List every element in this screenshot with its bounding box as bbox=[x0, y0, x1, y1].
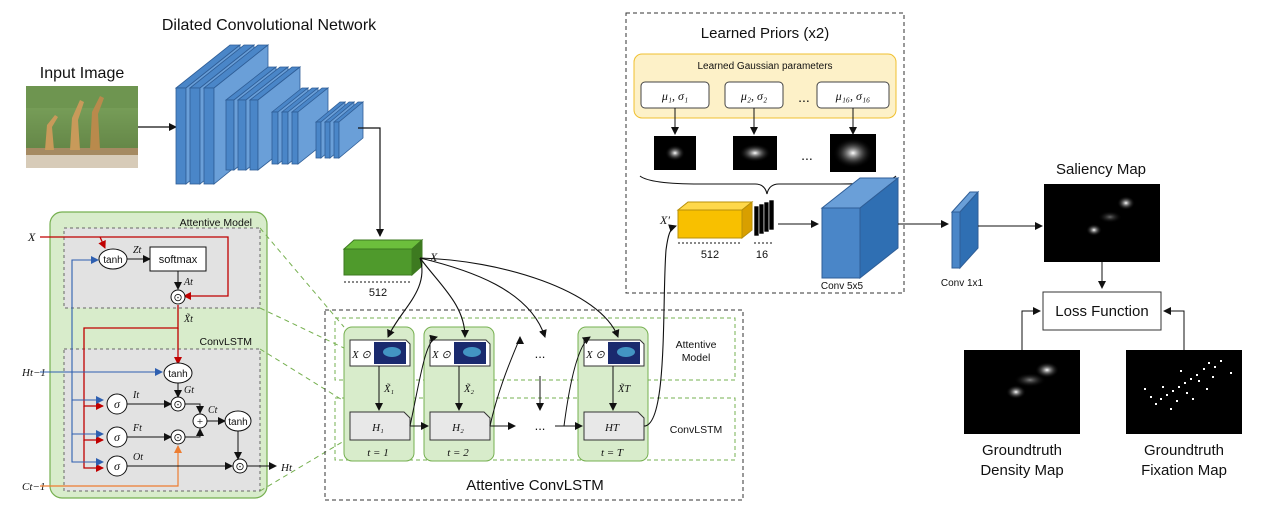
attention-multiply-symbol: ⊙ bbox=[173, 292, 182, 304]
x-dot-t: X ⊙ bbox=[585, 349, 605, 361]
param-1: μ₁, σ₁ bbox=[661, 89, 688, 103]
conv1x1-label: Conv 1x1 bbox=[941, 278, 984, 289]
param-2: μ₂, σ₂ bbox=[740, 89, 767, 103]
h-step-2: H₂ bbox=[451, 422, 464, 434]
zt-label: Zt bbox=[133, 245, 142, 256]
at-label: At bbox=[183, 277, 193, 288]
h-step-1: H₁ bbox=[371, 422, 384, 434]
ot-label: Ot bbox=[133, 452, 143, 463]
param-ellipsis: ... bbox=[798, 89, 810, 105]
gt-label: Gt bbox=[184, 385, 194, 396]
t-step-t: t = T bbox=[601, 447, 624, 459]
xt-step-2: X̃₂ bbox=[463, 382, 474, 395]
sigma-f-symbol: σ bbox=[114, 430, 121, 444]
input-image-label: Input Image bbox=[40, 65, 125, 82]
ellipsis-x: ... bbox=[535, 346, 546, 361]
loss-function-box bbox=[1042, 291, 1162, 331]
detail-attentive-model-label: Attentive Model bbox=[180, 217, 252, 229]
xt-step-1: X̃₁ bbox=[383, 382, 394, 395]
convlstm-label: ConvLSTM bbox=[670, 424, 723, 436]
attention-multiply-node bbox=[170, 289, 186, 305]
loss-function-label: Loss Function bbox=[1055, 303, 1148, 320]
tanh-label-2: tanh bbox=[168, 369, 187, 380]
convlstm-row bbox=[334, 397, 736, 461]
prior-map-1 bbox=[654, 136, 696, 170]
detail-h-out: Ht bbox=[280, 462, 293, 474]
prior-channels: 16 bbox=[756, 249, 768, 261]
cnn-title: Dilated Convolutional Network bbox=[162, 17, 377, 34]
x-dot-1: X ⊙ bbox=[351, 349, 371, 361]
xprime-channels: 512 bbox=[701, 249, 719, 261]
attentive-convlstm-box bbox=[324, 309, 744, 501]
zoom-lines bbox=[259, 227, 345, 492]
conv5x5-label: Conv 5x5 bbox=[821, 281, 864, 292]
ct-label: Ct bbox=[208, 405, 218, 416]
x-dot-2: X ⊙ bbox=[431, 349, 451, 361]
t-step-1: t = 1 bbox=[367, 447, 388, 459]
feature-symbol: X bbox=[429, 250, 438, 264]
detail-c-prev: Ct−1 bbox=[22, 481, 45, 493]
input-image bbox=[26, 86, 138, 168]
saliency-map-title: Saliency Map bbox=[1056, 161, 1146, 178]
it-label: It bbox=[132, 390, 139, 401]
feature-block-x bbox=[342, 238, 424, 283]
ellipsis-h: ... bbox=[535, 418, 546, 433]
sigma-i-symbol: σ bbox=[114, 397, 121, 411]
softmax-box bbox=[149, 246, 207, 272]
fixation-map-image bbox=[1126, 350, 1242, 434]
param-16: μ₁₆, σ₁₆ bbox=[835, 89, 871, 103]
xt-step-t: X̃T bbox=[617, 382, 631, 395]
detail-convlstm-label: ConvLSTM bbox=[199, 336, 252, 348]
prior-map-2 bbox=[733, 136, 777, 170]
fixation-map-title-2: Fixation Map bbox=[1141, 462, 1227, 479]
density-map-title-2: Density Map bbox=[980, 462, 1063, 479]
cnn-blocks bbox=[174, 44, 365, 185]
prior-map-16 bbox=[830, 134, 876, 172]
h-step-t: HT bbox=[604, 422, 620, 434]
t-step-2: t = 2 bbox=[447, 447, 469, 459]
learned-priors-title: Learned Priors (x2) bbox=[701, 25, 829, 42]
xprime-block bbox=[676, 200, 754, 244]
input-gate-multiply-symbol: ⊙ bbox=[173, 399, 182, 411]
fixation-map-title-1: Groundtruth bbox=[1144, 442, 1224, 459]
saliency-map-image bbox=[1044, 184, 1160, 262]
detail-h-prev: Ht−1 bbox=[21, 367, 46, 379]
xprime-label: X′ bbox=[659, 213, 670, 227]
density-map-image bbox=[964, 350, 1080, 434]
cell-add-symbol: + bbox=[197, 416, 203, 428]
learned-priors-box bbox=[625, 12, 905, 294]
conv1x1-block bbox=[950, 190, 980, 270]
attentive-model-label-1: Attentive bbox=[676, 339, 717, 351]
x-red-path bbox=[40, 236, 229, 300]
sigma-o-symbol: σ bbox=[114, 459, 121, 473]
density-map-title-1: Groundtruth bbox=[982, 442, 1062, 459]
xt-label: X̃t bbox=[183, 312, 193, 325]
conv5x5-block bbox=[820, 176, 900, 280]
gaussian-params-title: Learned Gaussian parameters bbox=[697, 61, 832, 72]
softmax-label: softmax bbox=[159, 254, 198, 266]
forget-gate-multiply-symbol: ⊙ bbox=[173, 432, 182, 444]
attentive-convlstm-title: Attentive ConvLSTM bbox=[466, 477, 604, 494]
attentive-model-label-2: Model bbox=[682, 352, 711, 364]
tanh-label-3: tanh bbox=[228, 417, 247, 428]
feature-channels: 512 bbox=[369, 287, 387, 299]
prior-map-ellipsis: ... bbox=[801, 147, 813, 163]
output-gate-multiply-symbol: ⊙ bbox=[235, 461, 244, 473]
detail-x-input: X bbox=[27, 230, 36, 244]
prior-stack bbox=[753, 199, 775, 244]
tanh-label-1: tanh bbox=[103, 255, 122, 266]
ft-label: Ft bbox=[132, 423, 142, 434]
